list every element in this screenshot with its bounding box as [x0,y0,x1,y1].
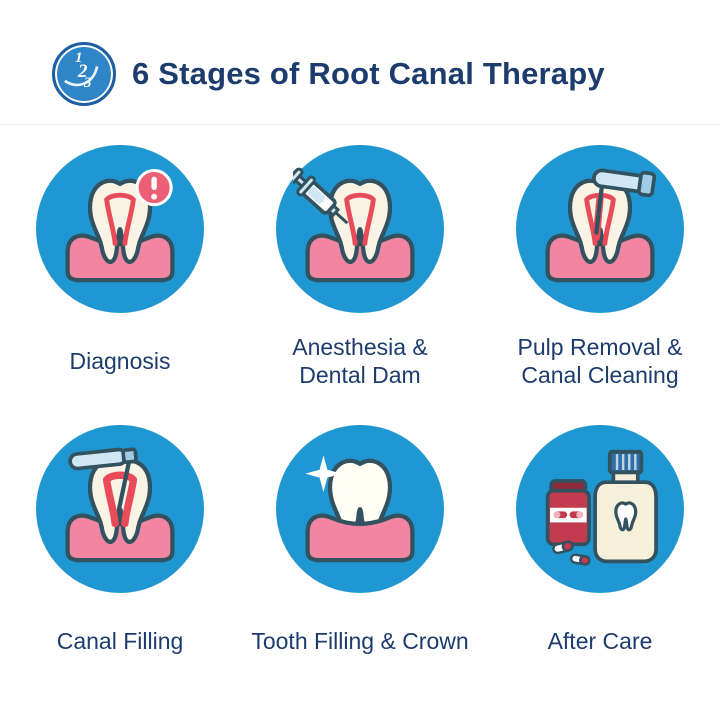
sparkle-icon [305,455,347,500]
stage-diagnosis: Diagnosis [0,145,240,391]
stage-label: Tooth Filling & Crown [251,627,469,654]
stage-circle [36,145,204,313]
stage-anesthesia: Anesthesia & Dental Dam [240,145,480,391]
tooth-alert-icon [53,169,187,296]
stage-label: Pulp Removal & Canal Cleaning [517,333,683,388]
tooth-canal-filling-icon [53,447,187,576]
logo-digit: 2 [78,61,88,82]
mouthwash-pills-icon [545,449,658,566]
gum [548,236,653,280]
page-title: 6 Stages of Root Canal Therapy [132,56,605,91]
exclamation-badge-icon [135,169,173,207]
capsule-pills-icon [552,540,591,566]
filling-tool-icon [68,447,138,513]
tooth-syringe-icon [293,167,427,296]
tooth-crown-sparkle-icon [305,455,427,576]
stage-pulp-removal: Pulp Removal & Canal Cleaning [480,145,720,391]
stage-circle [516,425,684,593]
stage-label: Canal Filling [56,627,184,654]
logo-digit: 3 [84,75,92,91]
stage-label: Anesthesia & Dental Dam [292,333,428,388]
gum [68,236,173,280]
pill-jar-icon [545,479,591,547]
header: 1 2 3 6 Stages of Root Canal Therapy [0,0,720,125]
stage-label: Diagnosis [69,347,171,374]
gum [68,516,173,560]
logo-digit: 1 [75,50,83,66]
label-tooth [614,501,638,532]
stage-label: After Care [547,627,653,654]
syringe-icon [293,167,349,225]
tooth-pulp-removal-icon [533,168,657,296]
jar-capsules [553,511,583,519]
stage-circle [36,425,204,593]
stage-tooth-filling-crown: Tooth Filling & Crown [240,425,480,671]
stage-circle [276,425,444,593]
stage-after-care: After Care [480,425,720,671]
stage-circle [276,145,444,313]
logo-swoosh [64,66,99,87]
gum [308,236,413,280]
dental-file-icon [592,168,657,235]
stage-canal-filling: Canal Filling [0,425,240,671]
stage-circle [516,145,684,313]
gum [308,516,413,560]
logo-123-icon: 1 2 3 [52,42,116,106]
stages-grid: Diagnosis [0,145,720,671]
mouthwash-bottle-icon [593,449,658,564]
